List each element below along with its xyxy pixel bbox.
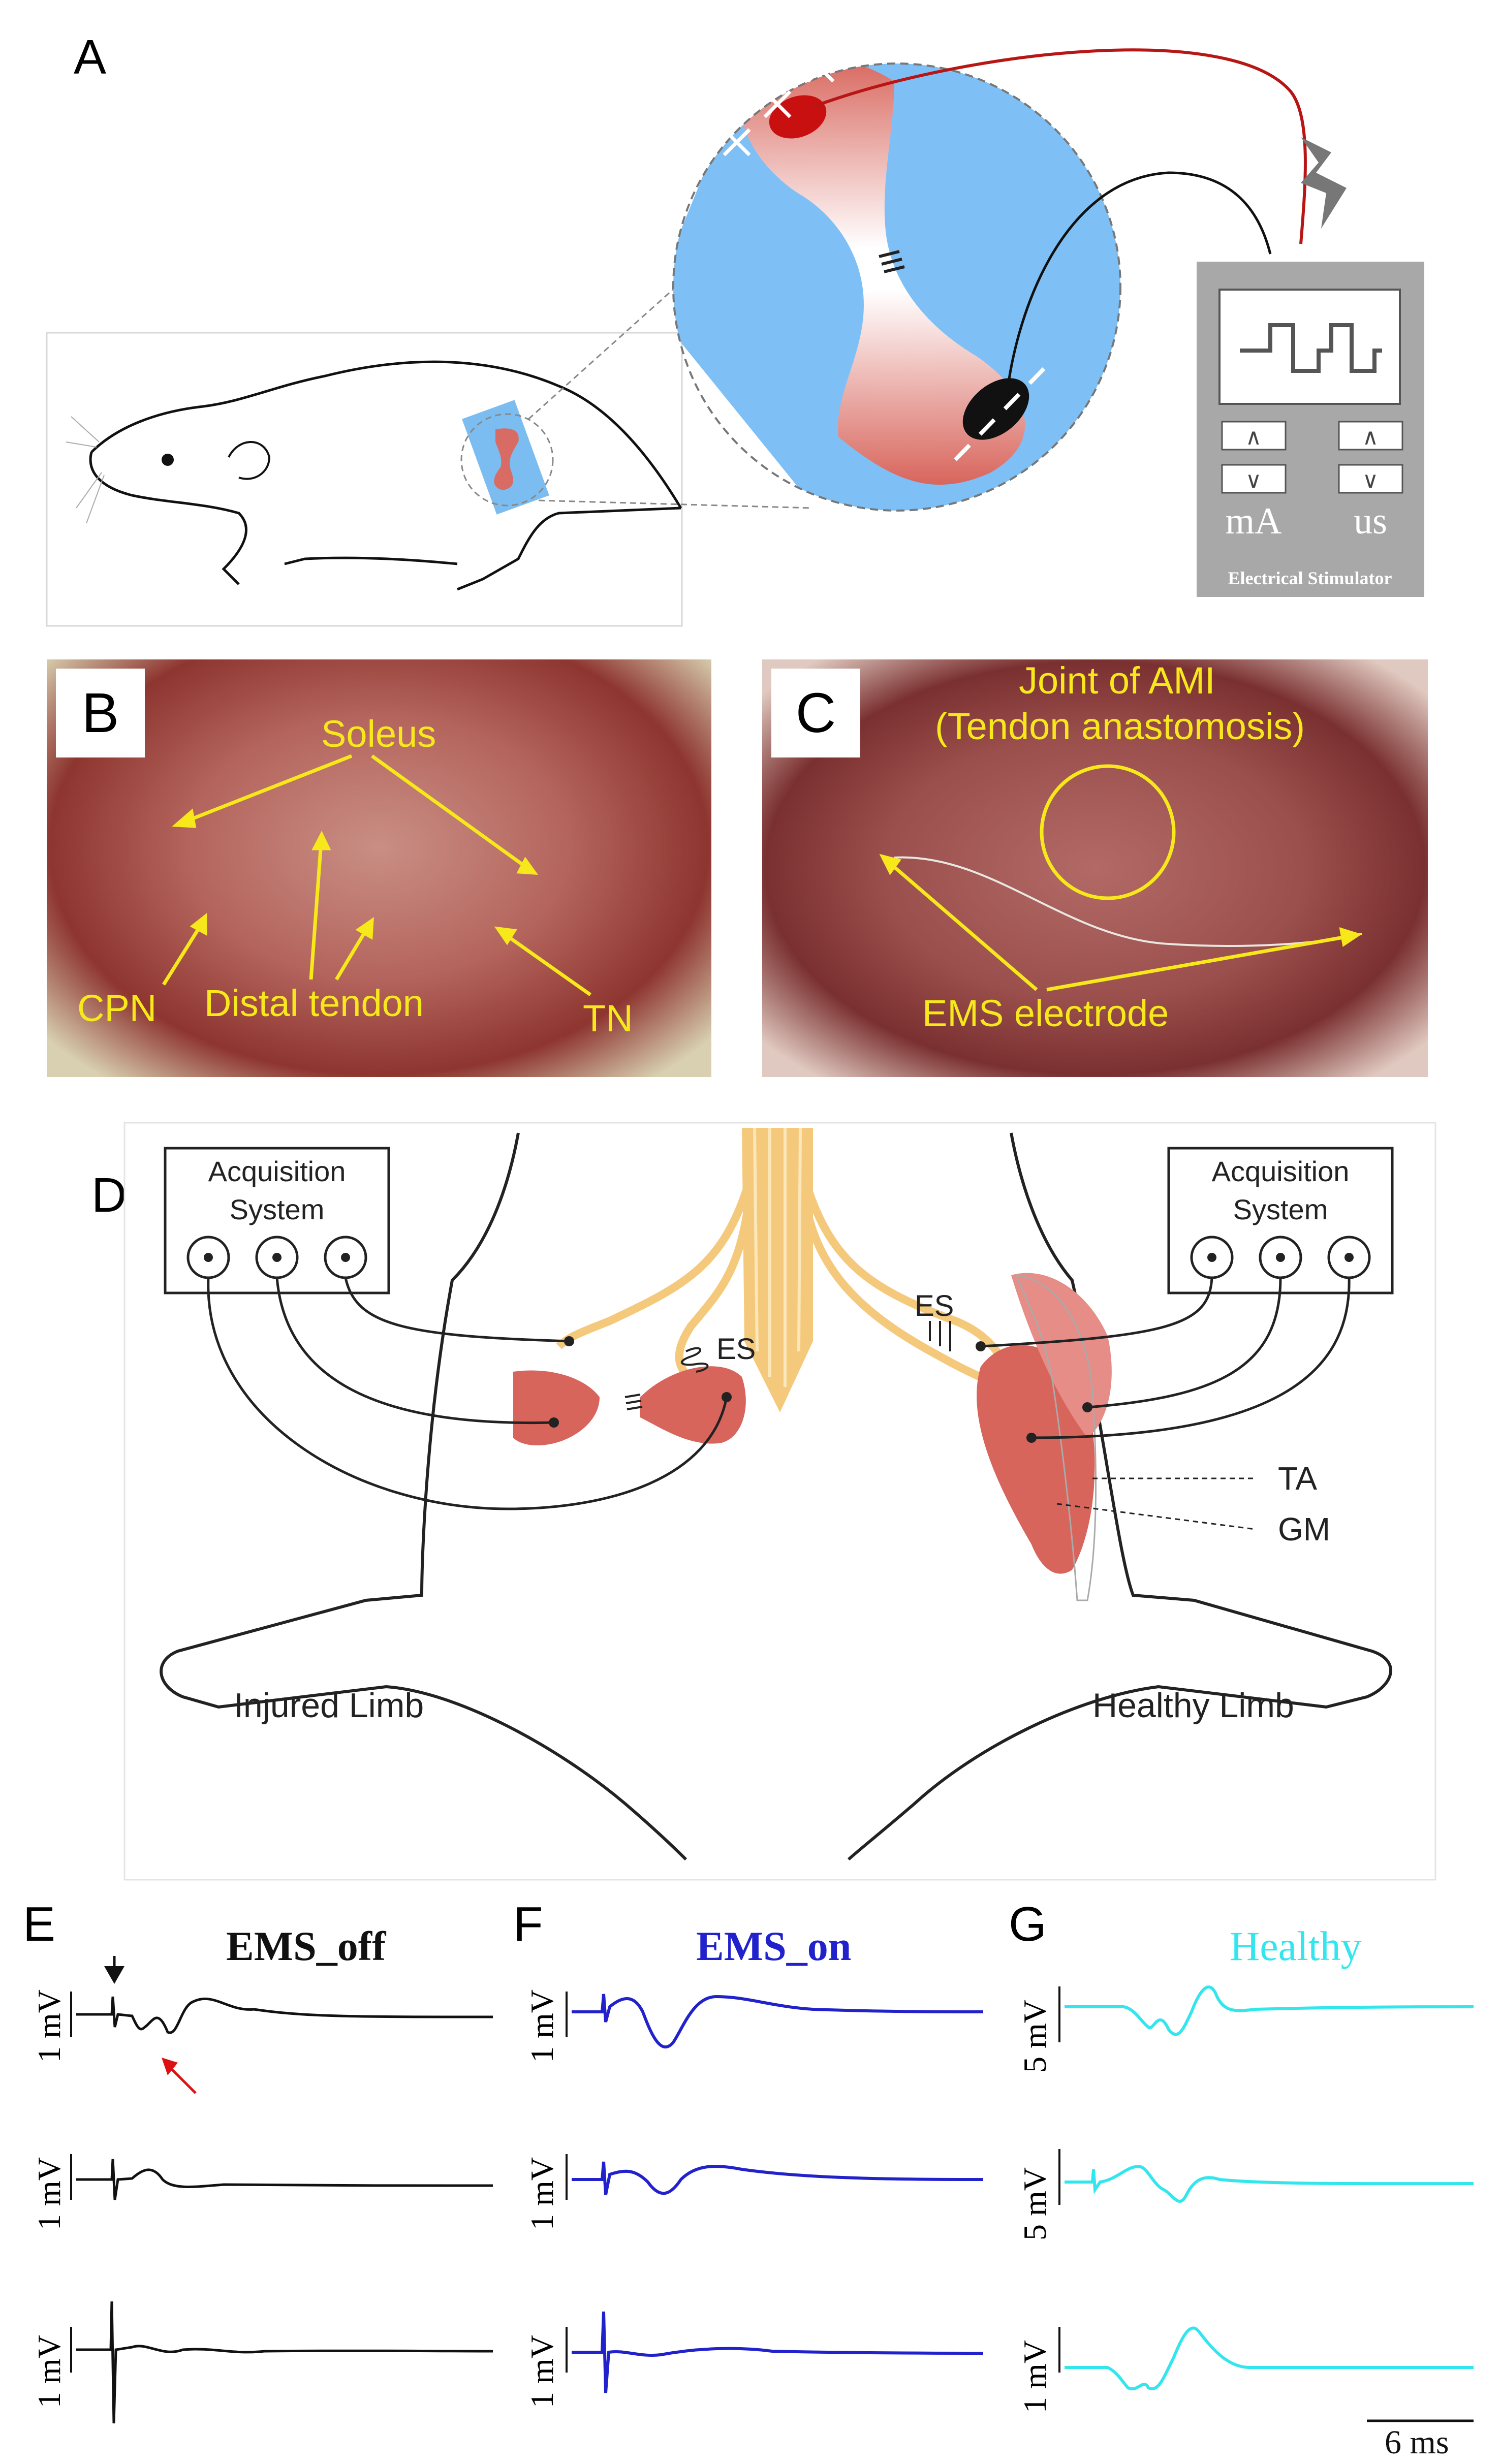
us-down-button: ∨ xyxy=(1362,468,1379,493)
photo-c: C Joint of AMI (Tendon anastomosis) EMS … xyxy=(762,659,1428,1077)
pulse-waveform-icon xyxy=(1240,323,1382,373)
panel-a-illustration: ∧ ∨ ∧ ∨ mA us Electrical Stimulator xyxy=(46,48,1424,627)
acq-right-line2: System xyxy=(1233,1193,1328,1225)
rat-frame xyxy=(46,332,683,627)
es-right-label: ES xyxy=(915,1289,954,1322)
stimulator-screen xyxy=(1218,289,1401,405)
label-joint-line1: Joint of AMI xyxy=(1019,659,1215,702)
trace-g3 xyxy=(1065,2326,1474,2390)
label-ta: TA xyxy=(1278,1460,1317,1497)
trace-f2 xyxy=(572,2161,984,2195)
label-joint-line2: (Tendon anastomosis) xyxy=(935,705,1305,747)
title-ems-on: EMS_on xyxy=(696,1923,852,1969)
bone-outline xyxy=(1015,1274,1097,1601)
zoom-circle-small xyxy=(460,413,554,507)
label-healthy-limb: Healthy Limb xyxy=(1092,1686,1294,1725)
es-electrode-right xyxy=(929,1321,951,1351)
panel-label-b: B xyxy=(56,669,145,757)
panel-label-a: A xyxy=(74,30,107,84)
arrows-b xyxy=(162,754,592,996)
electrode-white-dash xyxy=(954,364,1048,461)
electrode-crosses xyxy=(723,54,835,156)
rat-outline xyxy=(89,360,682,591)
title-ems-off: EMS_off xyxy=(226,1923,386,1969)
stimulator-unit-us: us xyxy=(1354,500,1387,542)
mA-down-button: ∨ xyxy=(1245,468,1262,493)
trace-f1 xyxy=(572,1994,984,2048)
lightning-icon xyxy=(1301,137,1347,229)
rat-whiskers xyxy=(66,416,105,524)
photo-b: B Soleus CPN Distal tendon TN xyxy=(47,659,711,1077)
panel-label-g: G xyxy=(1009,1897,1047,1951)
label-tn: TN xyxy=(583,997,633,1039)
rat-eye xyxy=(162,454,174,466)
label-gm: GM xyxy=(1278,1511,1330,1547)
label-cpn: CPN xyxy=(77,987,157,1029)
electrode-black xyxy=(962,378,1029,440)
stimulator-buttons xyxy=(1221,421,1403,494)
acq-left-line1: Acquisition xyxy=(208,1155,346,1187)
joint-circle xyxy=(1040,764,1176,900)
wire-red xyxy=(812,48,1307,244)
suture-marks xyxy=(879,250,905,273)
zoom-line-top xyxy=(527,263,702,420)
trace-e2 xyxy=(76,2159,493,2200)
trace-e1 xyxy=(76,1996,493,2034)
acq-left-line2: System xyxy=(230,1193,325,1225)
rat-ear xyxy=(228,441,271,480)
label-distal-tendon: Distal tendon xyxy=(204,982,424,1024)
ami-muscle-right xyxy=(640,1366,746,1444)
es-left-label: ES xyxy=(716,1333,756,1366)
stimulator-unit-mA: mA xyxy=(1226,500,1282,542)
electrode-red xyxy=(769,95,827,139)
trace-g2 xyxy=(1065,2165,1474,2203)
panel-label-d: D xyxy=(81,1166,137,1225)
panel-label-c: C xyxy=(771,669,860,757)
wire-black xyxy=(1005,171,1272,402)
spinal-cord xyxy=(742,1128,813,1412)
panel-d-schematic: Acquisition System Acquisition System ES… xyxy=(123,1122,1436,1881)
response-arrow-red xyxy=(167,2064,197,2094)
arrows-c xyxy=(879,764,1362,992)
electrode-wire xyxy=(894,856,1362,947)
trace-g1 xyxy=(1065,1985,1474,2036)
es-electrode-left xyxy=(680,1347,709,1373)
trace-f3 xyxy=(572,2311,984,2393)
mA-up-button: ∧ xyxy=(1245,425,1262,450)
zoom-line-bottom xyxy=(538,499,814,509)
label-injured-limb: Injured Limb xyxy=(234,1686,424,1725)
label-soleus: Soleus xyxy=(321,713,436,755)
acq-right-line1: Acquisition xyxy=(1212,1155,1350,1187)
ami-muscle-left xyxy=(513,1370,600,1445)
gm-muscle xyxy=(1011,1273,1112,1438)
panel-label-e: E xyxy=(23,1897,56,1951)
label-ems-electrode: EMS electrode xyxy=(922,992,1169,1034)
leg-muscle-small xyxy=(494,428,519,490)
zoom-circle-large xyxy=(672,62,1121,512)
us-up-button: ∧ xyxy=(1362,425,1379,450)
muscle-pair-large xyxy=(740,64,1025,485)
title-healthy: Healthy xyxy=(1230,1923,1362,1969)
trace-e3 xyxy=(76,2301,493,2424)
panel-label-f: F xyxy=(513,1897,543,1951)
emg-traces xyxy=(70,1956,1474,2424)
stimulator-label: Electrical Stimulator xyxy=(1228,568,1392,588)
rat-body-outline xyxy=(160,1132,1392,1861)
time-scale-label: 6 ms xyxy=(1385,2424,1449,2461)
